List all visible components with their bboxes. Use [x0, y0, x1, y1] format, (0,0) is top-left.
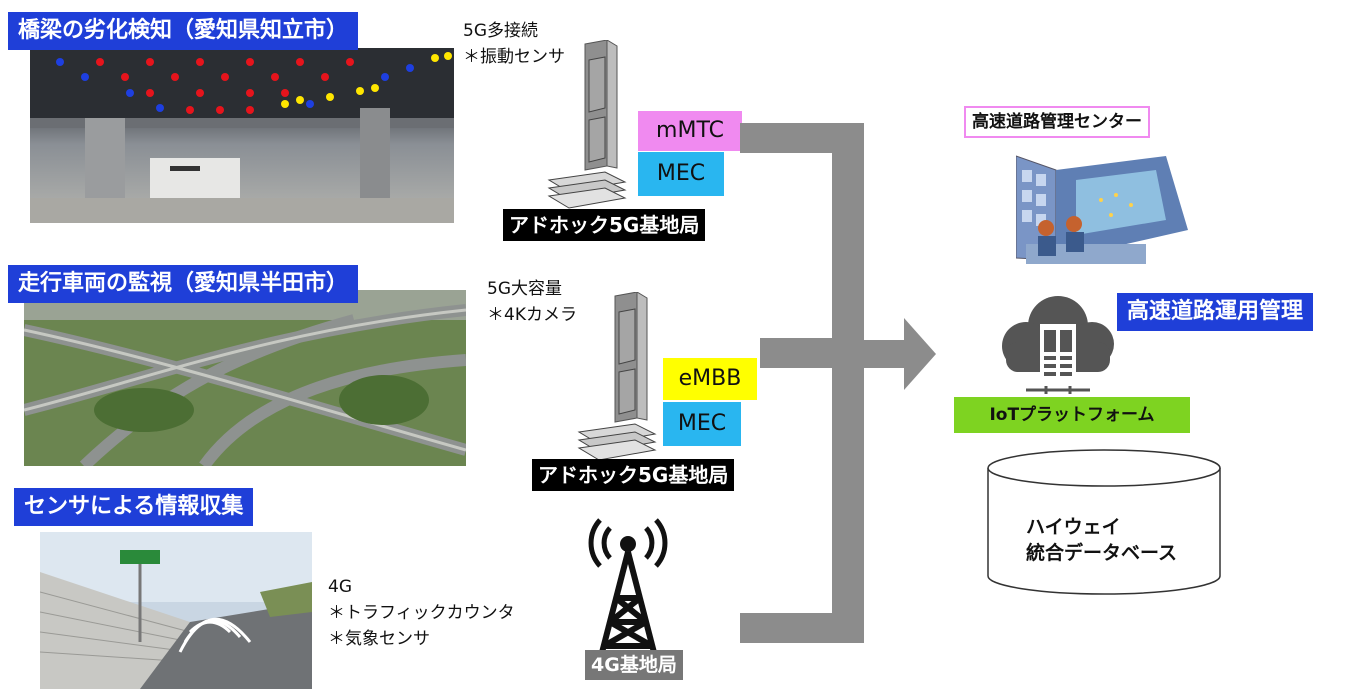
traffic-title: 走行車両の監視（愛知県半田市）	[8, 265, 359, 303]
mec-tag-top: MEC	[638, 152, 724, 196]
embb-tag: eMBB	[663, 358, 757, 400]
control-room-image	[1016, 150, 1196, 282]
bridge-title: 橋梁の劣化検知（愛知県知立市）	[8, 12, 359, 50]
management-center-label: 高速道路管理センター	[964, 106, 1150, 138]
bridge-note: 5G多接続 ＊振動センサ	[463, 21, 565, 67]
bridge-photo	[30, 48, 454, 223]
5g-antenna-icon	[577, 292, 657, 461]
mec-tag-middle: MEC	[663, 402, 741, 446]
database-label-line1: ハイウェイ	[1026, 516, 1121, 538]
5g-station-label-middle: アドホック5G基地局	[532, 459, 735, 491]
database-label-line2: 統合データベース	[1026, 542, 1178, 564]
5g-antenna-icon	[547, 40, 627, 209]
mmtc-tag: mMTC	[638, 111, 742, 151]
cloud-server-icon	[1002, 296, 1114, 394]
database-cylinder-icon	[987, 449, 1221, 595]
highway-ops-label: 高速道路運用管理	[1117, 293, 1314, 331]
sensor-photo	[40, 532, 312, 689]
traffic-note: 5G大容量 ＊4Kカメラ	[487, 279, 577, 325]
connector-arrow	[740, 123, 936, 643]
iot-platform-label: IoTプラットフォーム	[954, 397, 1190, 433]
interchange-image	[24, 290, 466, 466]
4g-station-label: 4G基地局	[585, 650, 683, 680]
highway-sensor-image	[40, 532, 312, 689]
sensor-title: センサによる情報収集	[14, 488, 254, 526]
sensor-note: 4G ＊トラフィックカウンタ ＊気象センサ	[328, 577, 515, 649]
4g-tower-icon	[588, 518, 668, 669]
5g-station-label-top: アドホック5G基地局	[503, 209, 706, 241]
bridge-sensor-dots	[30, 48, 454, 223]
traffic-photo	[24, 290, 466, 466]
